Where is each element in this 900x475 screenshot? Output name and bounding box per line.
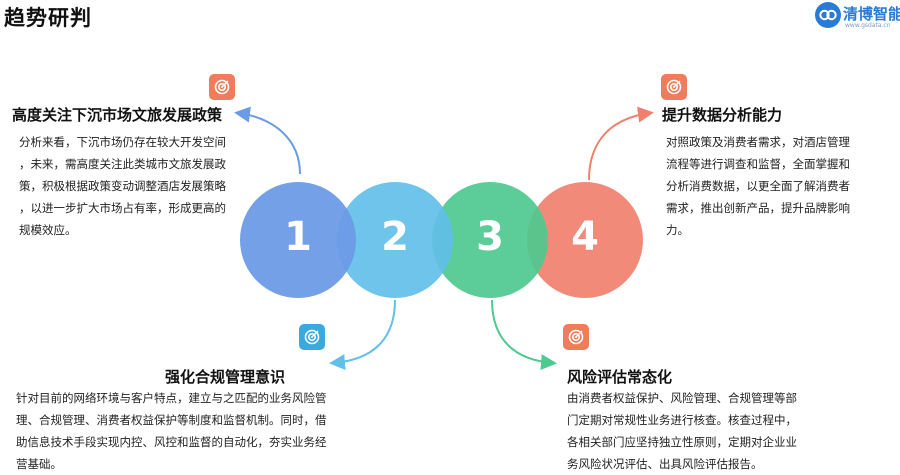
- item-4-description: 由消费者权益保护、风险管理、合规管理等部 门定期对常规性业务进行核查。核查过程中…: [567, 387, 822, 475]
- target-icon: [299, 324, 325, 350]
- circle-3: [432, 182, 548, 298]
- target-icon: [563, 324, 589, 350]
- circle-2: [337, 182, 453, 298]
- item-3-line: 助信息技术手段实现内控、风控和监督的自动化，夯实业务经: [16, 435, 327, 449]
- item-2-line: 流程等进行调查和监督，全面掌握和: [666, 157, 850, 171]
- circle-number-2: 2: [381, 214, 409, 260]
- logo-url: www.gsdata.cn: [845, 22, 891, 29]
- item-1-line: 规模效应。: [19, 223, 77, 237]
- logo-mark-icon: [815, 2, 841, 28]
- item-1-heading: 高度关注下沉市场文旅发展政策: [12, 106, 223, 124]
- brand-logo: 清博智能 www.gsdata.cn: [815, 2, 900, 30]
- arrow-1: [234, 106, 301, 175]
- item-1-line: ，未来，需高度关注此类城市文旅发展政: [19, 157, 226, 171]
- logo-name: 清博智能: [843, 5, 900, 23]
- circle-number-3: 3: [476, 214, 504, 260]
- item-3-heading: 强化合规管理意识: [165, 368, 286, 386]
- circle-number-4: 4: [571, 214, 599, 260]
- page-title: 趋势研判: [4, 6, 92, 30]
- circle-4: [527, 182, 643, 298]
- item-2-line: 对照政策及消费者需求，对酒店管理: [666, 135, 850, 149]
- item-1-line: ，以进一步扩大市场占有率，形成更高的: [19, 201, 226, 215]
- item-2-line: 分析消费数据，以更全面了解消费者: [666, 179, 850, 193]
- item-4-heading: 风险评估常态化: [567, 368, 673, 386]
- item-4-line: 务风险状况评估、出具风险评估报告。: [567, 457, 763, 471]
- item-2-line: 需求，推出创新产品，提升品牌影响: [666, 201, 850, 215]
- item-1-description: 分析来看，下沉市场仍存在较大开发空间 ，未来，需高度关注此类城市文旅发展政 策，…: [19, 131, 244, 241]
- arrow-3: [491, 299, 557, 371]
- item-2-heading: 提升数据分析能力: [662, 106, 783, 124]
- item-3-line: 针对目前的网络环境与客户特点，建立与之匹配的业务风险管: [16, 391, 327, 405]
- circle-number-1: 1: [284, 214, 312, 260]
- circle-1: [240, 182, 356, 298]
- item-4-line: 门定期对常规性业务进行核查。核查过程中，: [567, 413, 797, 427]
- target-icon: [661, 74, 687, 100]
- item-1-line: 分析来看，下沉市场仍存在较大开发空间: [19, 135, 226, 149]
- item-2-description: 对照政策及消费者需求，对酒店管理 流程等进行调查和监督，全面掌握和 分析消费数据…: [666, 131, 881, 241]
- item-3-line: 营基础。: [16, 457, 62, 471]
- item-1-line: 策，积极根据政策变动调整酒店发展策略: [19, 179, 226, 193]
- item-2-line: 力。: [666, 223, 689, 237]
- item-4-line: 各相关部门应坚持独立性原则，定期对企业业: [567, 435, 797, 449]
- item-3-description: 针对目前的网络环境与客户特点，建立与之匹配的业务风险管 理、合规管理、消费者权益…: [16, 387, 371, 475]
- arrow-4: [588, 106, 654, 181]
- arrow-2: [329, 299, 396, 371]
- item-3-line: 理、合规管理、消费者权益保护等制度和监督机制。同时，借: [16, 413, 327, 427]
- item-4-line: 由消费者权益保护、风险管理、合规管理等部: [567, 391, 797, 405]
- target-icon: [209, 74, 235, 100]
